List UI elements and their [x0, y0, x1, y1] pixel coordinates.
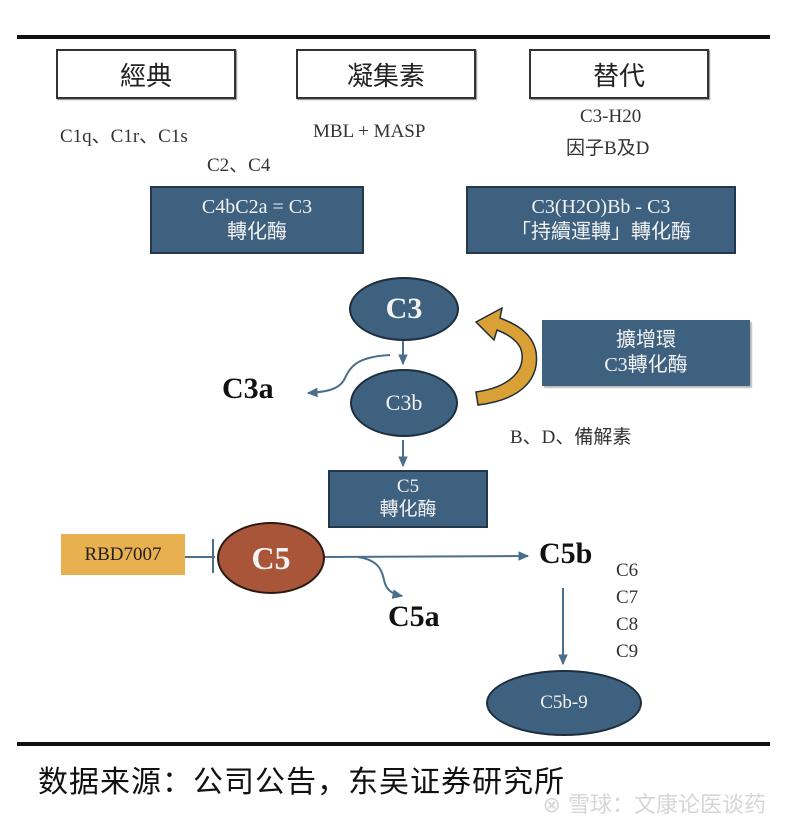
- pathway-lectin-title: 凝集素: [346, 61, 425, 91]
- arrow-c5-to-c5b: [322, 551, 530, 561]
- rbd7007-inhibitor-box: RBD7007: [61, 534, 185, 575]
- top-rule: [17, 35, 770, 39]
- amplification-loop-arrow: [474, 306, 538, 406]
- c5-node: C5: [217, 522, 325, 594]
- pathway-lectin-box: 凝集素: [296, 49, 476, 99]
- classical-components: C1q、C1r、C1s: [60, 126, 188, 147]
- c5b-label: C5b: [539, 537, 593, 570]
- alternative-c3-convertase-box: C3(H2O)Bb - C3 「持續運轉」轉化酶: [466, 186, 736, 254]
- arrow-to-c5a: [357, 556, 404, 599]
- classical-c3-convertase-box: C4bC2a = C3 轉化酶: [150, 186, 364, 254]
- lectin-components: MBL + MASP: [313, 121, 426, 142]
- bottom-rule: [17, 742, 770, 746]
- classical-convertase-formula: C4bC2a = C3: [201, 196, 313, 218]
- terminal-component: C9: [616, 641, 639, 662]
- amplification-loop-subtitle: C3轉化酶: [604, 354, 688, 376]
- terminal-component: C7: [616, 587, 639, 608]
- snowball-logo-icon: ⊗: [542, 793, 561, 818]
- classical-convertase-label: 轉化酶: [227, 221, 287, 243]
- amplification-factors: B、D、備解素: [510, 427, 632, 448]
- arrow-to-c3a: [306, 354, 391, 398]
- pathway-alternative-title: 替代: [592, 61, 645, 91]
- alternative-convertase-formula: C3(H2O)Bb - C3: [531, 196, 671, 218]
- c5-label: C5: [251, 539, 291, 576]
- classical-components-c2c4: C2、C4: [207, 155, 271, 176]
- rbd7007-label: RBD7007: [84, 543, 162, 565]
- c5-convertase-label: 轉化酶: [379, 499, 437, 520]
- mac-label: C5b-9: [540, 692, 588, 713]
- watermark: ⊗ 雪球：文康论医谈药: [543, 787, 766, 819]
- alternative-components-c3h2o: C3-H20: [580, 106, 642, 127]
- c3a-label: C3a: [222, 372, 274, 405]
- c5a-label: C5a: [388, 600, 440, 633]
- c3-label: C3: [385, 292, 423, 325]
- pathway-classical-title: 經典: [119, 61, 172, 91]
- c3b-label: C3b: [385, 390, 423, 415]
- pathway-classical-box: 經典: [56, 49, 236, 99]
- terminal-component: C6: [616, 560, 639, 581]
- amplification-loop-box: 擴增環 C3轉化酶: [542, 320, 750, 386]
- c3-node: C3: [349, 277, 459, 341]
- pathway-alternative-box: 替代: [529, 49, 709, 99]
- alternative-convertase-label: 「持續運轉」轉化酶: [511, 221, 691, 243]
- c5-convertase-title: C5: [396, 476, 420, 498]
- c3b-node: C3b: [350, 369, 458, 437]
- data-source-note: 数据来源：公司公告，东吴证券研究所: [38, 765, 565, 800]
- mac-c5b9-node: C5b-9: [486, 670, 642, 736]
- amplification-loop-title: 擴增環: [616, 329, 676, 351]
- watermark-text: 雪球：文康论医谈药: [567, 793, 766, 818]
- alternative-components-factors: 因子B及D: [566, 138, 650, 159]
- terminal-component: C8: [616, 614, 639, 635]
- c5-convertase-box: C5 轉化酶: [328, 470, 488, 528]
